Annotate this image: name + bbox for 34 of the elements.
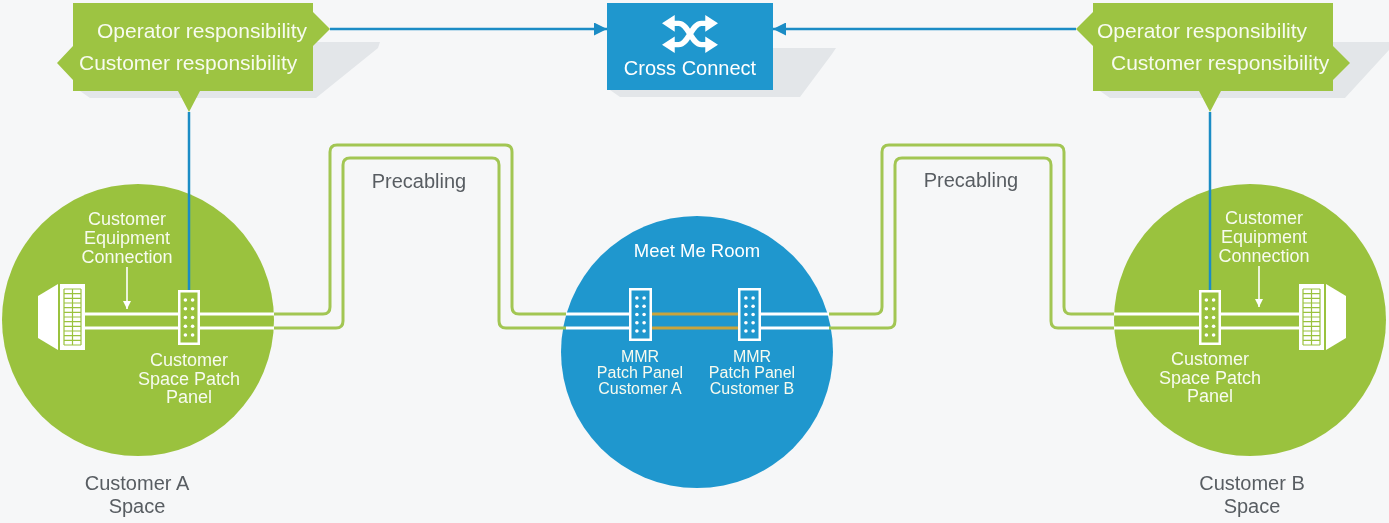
server-icon	[38, 284, 85, 350]
cable-line	[650, 312, 740, 330]
patch-panel-icon	[1199, 290, 1221, 345]
annotation-text: Customer Equipment Connection	[1214, 209, 1314, 266]
node-label: Customer A Space	[83, 472, 191, 518]
patch-panel-icon	[178, 290, 200, 345]
server-icon	[1299, 284, 1346, 350]
callout-text: Customer responsibility	[1111, 51, 1330, 75]
node-label: Customer Space Patch Panel	[1157, 350, 1263, 406]
circle-title: Meet Me Room	[633, 240, 761, 262]
callout-text: Customer responsibility	[79, 51, 298, 75]
leader-arrow	[123, 266, 131, 310]
annotation-text: Customer Equipment Connection	[79, 210, 175, 267]
callout-banner	[1076, 3, 1350, 112]
node-label: Customer B Space	[1198, 472, 1306, 518]
node-label: MMR Patch Panel Customer A	[596, 349, 684, 397]
node-label: MMR Patch Panel Customer B	[708, 349, 796, 397]
cable-line	[1219, 312, 1301, 330]
leader-arrow	[1255, 265, 1263, 308]
process-box	[607, 3, 773, 90]
arrow	[330, 22, 607, 36]
cable-line	[198, 143, 631, 330]
cable-line	[83, 312, 180, 330]
patch-panel-icon	[738, 288, 761, 341]
cable-line	[759, 143, 1201, 330]
callout-text: Operator responsibility	[1097, 19, 1308, 43]
callout-banner	[57, 3, 330, 112]
arrow	[773, 22, 1076, 36]
connector-line	[1208, 112, 1212, 290]
node-label: Cross Connect	[623, 56, 757, 80]
callout-text: Operator responsibility	[97, 19, 308, 43]
node-label: Customer Space Patch Panel	[136, 351, 242, 407]
patch-panel-icon	[629, 288, 652, 341]
connector-line	[187, 112, 191, 290]
